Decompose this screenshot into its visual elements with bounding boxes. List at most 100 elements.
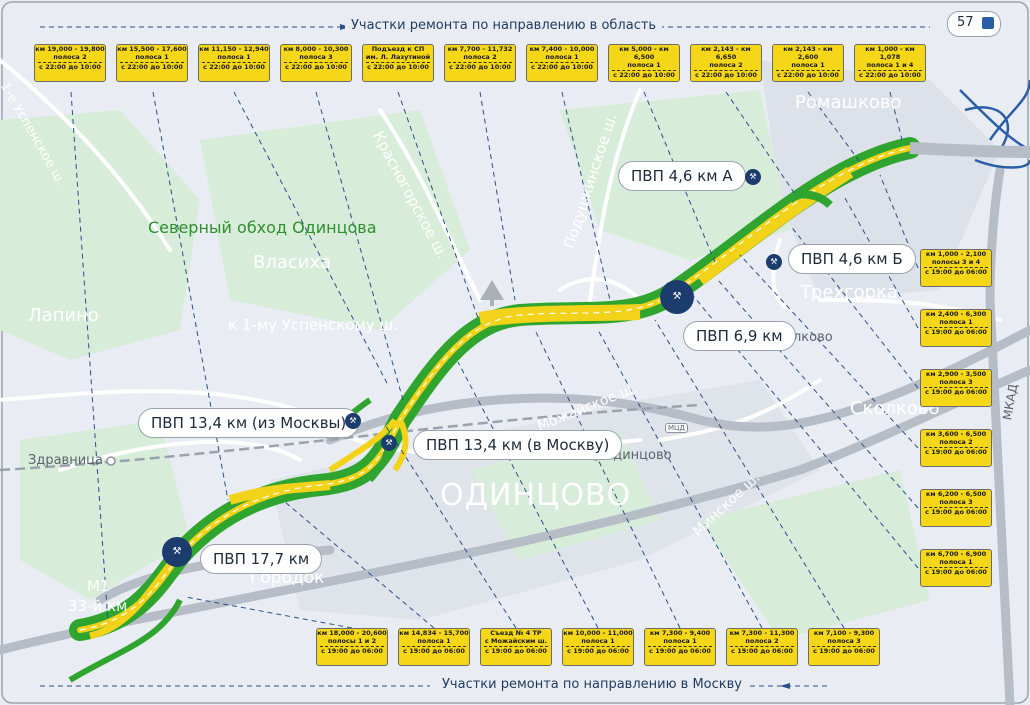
roadwork-icon: ⚒ bbox=[660, 280, 694, 314]
box-time: с 22:00 до 10:00 bbox=[448, 62, 512, 71]
box-time: с 22:00 до 10:00 bbox=[366, 62, 430, 71]
box-time: с 22:00 до 10:00 bbox=[694, 70, 758, 79]
box-time: с 19:00 до 06:00 bbox=[402, 646, 466, 655]
place-odintsovo: ОДИНЦОВО bbox=[440, 478, 632, 513]
route-number: 57 bbox=[957, 15, 974, 30]
box-km: км 7,300 - 9,400 bbox=[649, 629, 711, 637]
box-lane: полоса 2 bbox=[53, 53, 87, 61]
box-time: с 19:00 до 06:00 bbox=[924, 327, 988, 336]
box-km: км 14,834 - 15,700 bbox=[399, 629, 469, 637]
header-to-region: Участки ремонта по направлению в область bbox=[345, 18, 663, 33]
box-lane: полоса 3 bbox=[827, 637, 861, 645]
place-33km: 33-й км bbox=[68, 597, 128, 615]
route-icon bbox=[982, 17, 994, 29]
box-lane: полосы 1 и 2 bbox=[327, 637, 377, 645]
box-time: с 22:00 до 10:00 bbox=[38, 62, 102, 71]
place-vlasikha: Власиха bbox=[253, 252, 332, 273]
box-km: км 5,000 - км 6,500 bbox=[619, 45, 669, 61]
roadwork-small-icon: ⚒ bbox=[745, 169, 761, 185]
box-km: км 7,400 - 10,000 bbox=[529, 45, 595, 53]
place-trekhgorka: Трехгорка bbox=[800, 282, 898, 303]
box-km: км 8,000 - 10,300 bbox=[283, 45, 349, 53]
box-time: с 19:00 до 06:00 bbox=[924, 387, 988, 396]
box-time: с 19:00 до 06:00 bbox=[924, 447, 988, 456]
box-km: км 1,000 - км 1,078 bbox=[865, 45, 915, 61]
box-km: км 7,300 - 11,300 bbox=[729, 629, 795, 637]
box-km: Подъезд к СП bbox=[371, 45, 425, 53]
box-lane: полоса 3 bbox=[939, 378, 973, 386]
place-ramashkovo: Ромашково bbox=[795, 92, 902, 113]
box-km: км 3,600 - 6,500 bbox=[925, 430, 987, 438]
box-km: км 11,150 - 12,940 bbox=[199, 45, 269, 53]
box-km: км 2,143 - км 6,650 bbox=[701, 45, 751, 61]
box-time: с 22:00 до 10:00 bbox=[858, 70, 922, 79]
place-skolkovo: Сколково bbox=[850, 398, 940, 419]
box-time: с 19:00 до 06:00 bbox=[924, 567, 988, 576]
box-lane: полоса 1 bbox=[581, 637, 615, 645]
box-time: с 19:00 до 06:00 bbox=[924, 267, 988, 276]
place-lapino: Лапино bbox=[28, 305, 99, 326]
box-km: км 19,000 - 19,800 bbox=[35, 45, 105, 53]
box-km: км 6,200 - 6,500 bbox=[925, 490, 987, 498]
box-lane: полоса 2 bbox=[939, 438, 973, 446]
box-km: км 6,700 - 6,900 bbox=[925, 550, 987, 558]
station-zdravnitsa: Здравница bbox=[28, 453, 103, 468]
box-lane: полоса 1 bbox=[627, 61, 661, 69]
box-lane: полоса 2 bbox=[709, 61, 743, 69]
road-to-uspenskoe: к 1-му Успенскому ш. bbox=[228, 316, 398, 334]
interchange-6-9: ПВП 6,9 км bbox=[683, 321, 796, 351]
station-skolkovo: олково bbox=[785, 330, 833, 345]
interchange-4-6-b: ПВП 4,6 км Б bbox=[788, 244, 916, 274]
box-time: с 22:00 до 10:00 bbox=[776, 70, 840, 79]
interchange-13-4-to: ПВП 13,4 км (в Москву) bbox=[413, 430, 623, 460]
box-km: км 1,000 - 2,100 bbox=[925, 250, 987, 258]
box-time: с 22:00 до 10:00 bbox=[612, 70, 676, 79]
box-time: с 19:00 до 06:00 bbox=[730, 646, 794, 655]
box-time: с 19:00 до 06:00 bbox=[484, 646, 548, 655]
interchange-13-4-from: ПВП 13,4 км (из Москвы) bbox=[138, 408, 360, 438]
box-time: с 19:00 до 06:00 bbox=[320, 646, 384, 655]
interchange-4-6-a: ПВП 4,6 км А bbox=[618, 161, 746, 191]
box-lane: полоса 1 bbox=[545, 53, 579, 61]
box-km: км 7,700 - 11,732 bbox=[447, 45, 513, 53]
box-time: с 22:00 до 10:00 bbox=[120, 62, 184, 71]
box-time: с 19:00 до 06:00 bbox=[566, 646, 630, 655]
box-time: с 19:00 до 06:00 bbox=[812, 646, 876, 655]
box-lane: полоса 3 bbox=[939, 498, 973, 506]
box-lane: полоса 1 bbox=[791, 61, 825, 69]
box-lane: полоса 2 bbox=[745, 637, 779, 645]
box-lane: полоса 3 bbox=[299, 53, 333, 61]
highway-name: Северный обход Одинцова bbox=[148, 218, 377, 237]
box-km: км 2,900 - 3,500 bbox=[925, 370, 987, 378]
box-lane: полоса 2 bbox=[463, 53, 497, 61]
box-lane: полоса 1 bbox=[135, 53, 169, 61]
box-lane: им. Л. Лазутиной bbox=[365, 53, 431, 61]
box-lane: с Можайским ш. bbox=[484, 637, 548, 645]
roadwork-small-icon: ⚒ bbox=[766, 254, 782, 270]
roadwork-icon: ⚒ bbox=[162, 537, 192, 567]
box-km: км 18,000 - 20,600 bbox=[317, 629, 387, 637]
box-km: км 7,100 - 9,300 bbox=[813, 629, 875, 637]
